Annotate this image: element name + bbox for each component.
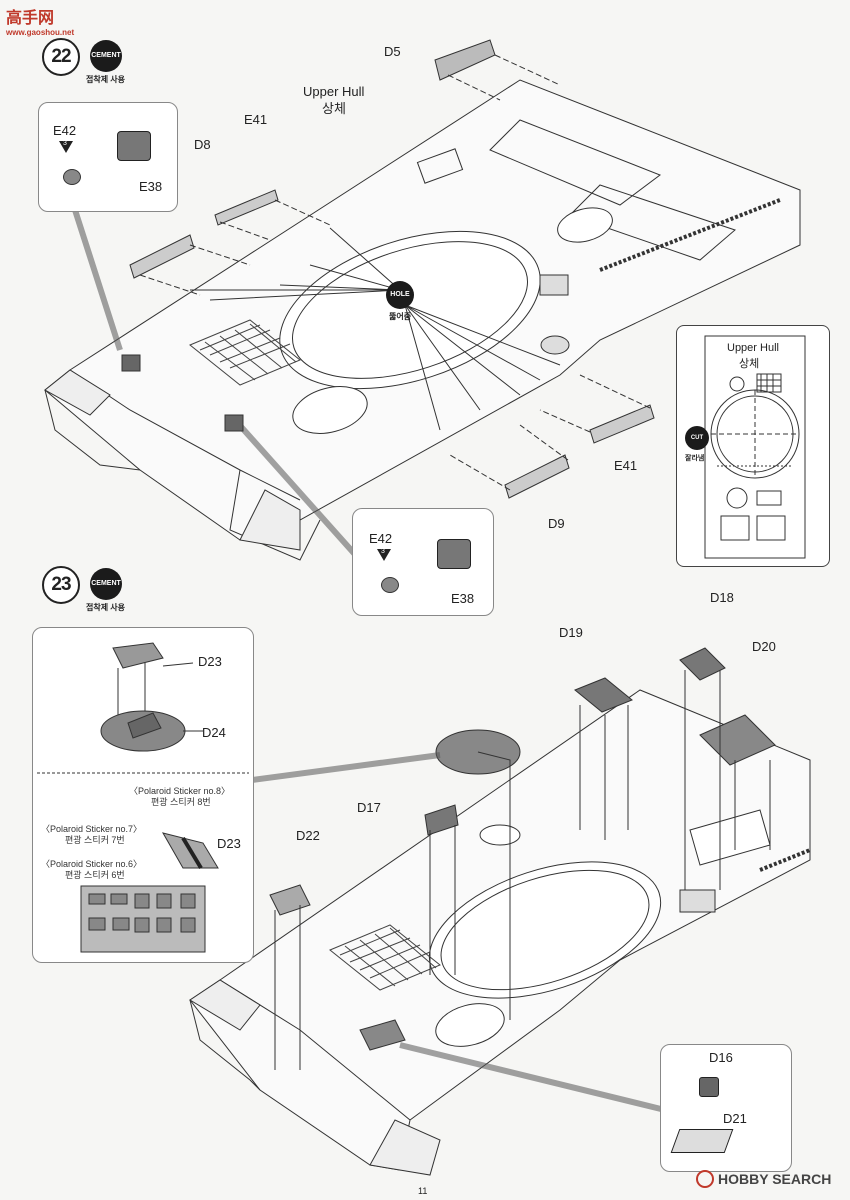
part-label-d5: D5 xyxy=(384,44,401,59)
cut-note: 잘라냄 xyxy=(685,455,705,462)
cut-icon: CUT xyxy=(685,426,709,450)
part-label-d16: D16 xyxy=(709,1050,733,1065)
bracket-part-icon xyxy=(117,131,151,161)
hole-icon: HOLE xyxy=(386,281,414,309)
part-label-d21: D21 xyxy=(723,1111,747,1126)
knob-part-icon xyxy=(63,169,81,185)
cement-icon: CEMENT xyxy=(90,40,122,72)
detail-callout-e38: E42 3 E38 xyxy=(38,102,178,212)
sticker6-label-kr: 편광 스티커 6번 xyxy=(65,870,125,880)
badge-number: 3 xyxy=(63,140,67,147)
cement-icon-23: CEMENT xyxy=(90,568,122,600)
cement-note-23: 접착제 사용 xyxy=(86,603,126,612)
d21-part-icon xyxy=(670,1129,734,1153)
sticker8-label: 〈Polaroid Sticker no.8〉 xyxy=(129,786,231,796)
part-label-d20: D20 xyxy=(752,639,776,654)
upper-hull-inset: Upper Hull 상체 CUT 잘라냄 xyxy=(676,325,830,567)
inset-plan-drawing xyxy=(704,335,806,559)
part-label-e41-bottom: E41 xyxy=(614,458,638,473)
cement-note: 접착제 사용 xyxy=(86,75,126,84)
step-number: 22 xyxy=(42,38,80,76)
part-label-d23: D23 xyxy=(198,654,222,669)
sticker7-label-kr: 편광 스티커 7번 xyxy=(65,835,125,845)
sticker8-label-kr: 편광 스티커 8번 xyxy=(151,797,211,807)
part-label-d23-lower: D23 xyxy=(217,836,241,851)
watermark-logo: 高手网 www.gaoshou.net xyxy=(6,4,74,37)
part-label-e42-lower: E42 xyxy=(369,531,393,546)
inset-title: Upper Hull xyxy=(727,342,779,354)
detail-callout-d23-d24: D23 D24 〈Polaroid Sticker no.8〉 편광 스티커 8… xyxy=(32,627,254,963)
part-label-d22: D22 xyxy=(296,828,320,843)
upper-hull-label: Upper Hull xyxy=(303,84,365,99)
hole-note: 뚫어줌 xyxy=(389,312,412,321)
sticker6-label: 〈Polaroid Sticker no.6〉 xyxy=(41,859,143,869)
bracket-part-icon xyxy=(437,539,471,569)
d16-part-icon xyxy=(699,1077,719,1097)
part-label-d18: D18 xyxy=(710,590,734,605)
part-label-d19: D19 xyxy=(559,625,583,640)
d23-d24-drawing xyxy=(37,642,249,953)
hobby-search-watermark: HOBBY SEARCH xyxy=(696,1170,831,1188)
part-label-d8: D8 xyxy=(194,137,211,152)
page-number: 11 xyxy=(418,1186,428,1196)
triangle-badge-icon xyxy=(59,141,73,153)
inset-title-kr: 상체 xyxy=(739,358,760,370)
part-label-d17: D17 xyxy=(357,800,381,815)
upper-hull-label-kr: 상체 xyxy=(322,101,346,116)
detail-callout-e38-lower: E42 3 E38 xyxy=(352,508,494,616)
knob-part-icon xyxy=(381,577,399,593)
step-number-23: 23 xyxy=(42,566,80,604)
hobby-search-logo-icon xyxy=(696,1170,714,1188)
watermark-brand: 高手网 xyxy=(6,10,55,27)
watermark-url: www.gaoshou.net xyxy=(6,28,75,37)
triangle-badge-icon xyxy=(377,549,391,561)
sticker7-label: 〈Polaroid Sticker no.7〉 xyxy=(41,824,143,834)
badge-number: 3 xyxy=(381,548,385,555)
part-label-e41-top: E41 xyxy=(244,112,268,127)
part-label-e42: E42 xyxy=(53,123,77,138)
part-label-d24: D24 xyxy=(202,725,226,740)
part-label-e38-lower: E38 xyxy=(451,591,475,606)
detail-callout-d16-d21: D16 D21 xyxy=(660,1044,792,1172)
watermark-text: HOBBY SEARCH xyxy=(718,1171,832,1187)
part-label-e38: E38 xyxy=(139,179,163,194)
part-label-d9: D9 xyxy=(548,516,565,531)
